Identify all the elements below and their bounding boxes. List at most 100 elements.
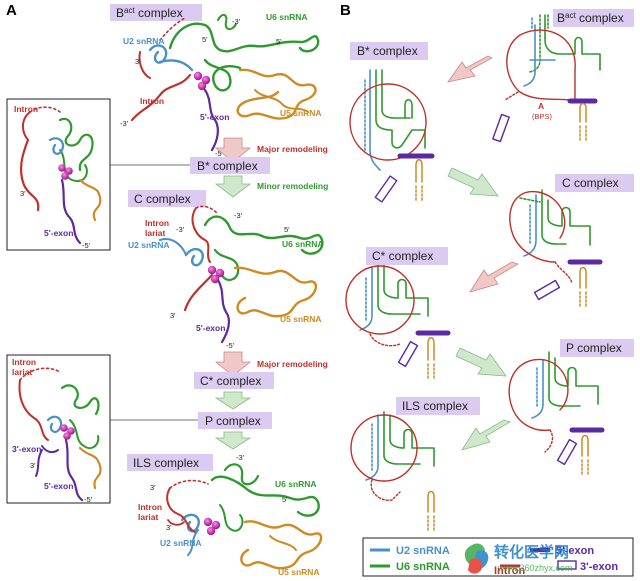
state-box-c-a	[128, 190, 206, 207]
label-intron-lariat-ils-2: lariat	[138, 512, 158, 522]
panel-b-letter: B	[340, 2, 351, 19]
arrow-b-bact-to-bstar	[447, 55, 493, 83]
label-exon5-bact-a: 5'-exon	[200, 112, 229, 122]
label-major-remodeling-1: Major remodeling	[257, 144, 328, 154]
label-m5-p-inset: -5'	[84, 495, 93, 504]
label-p3-bstar-inset: 3'	[20, 189, 26, 198]
label-m3-ils-a: -3'	[236, 453, 245, 462]
inset-p	[6, 354, 111, 504]
state-label-cstar-b: C* complex	[372, 249, 433, 263]
state-box-bact-b	[553, 9, 634, 27]
label-u6-bact-a: U6 snRNA	[266, 12, 308, 22]
state-box-cstar-a	[194, 372, 274, 389]
arrow-cstar-to-p	[214, 391, 252, 410]
label-u2-c-a: U2 snRNA	[128, 240, 170, 250]
label-p3-bact-a: 3'	[135, 57, 141, 66]
state-label-bact-b: Bact complex	[557, 11, 624, 25]
schematic-bact	[492, 14, 601, 143]
panel-a-letter: A	[6, 2, 17, 19]
state-label-p-b: P complex	[566, 341, 622, 355]
label-p5-c-a: 5'	[284, 225, 290, 234]
label-m3-bact-a: -3'	[232, 17, 241, 26]
label-u2-bact-a: U2 snRNA	[123, 36, 165, 46]
label-intron-lariat-p-1: Intron	[12, 357, 36, 367]
arrow-p-to-ils	[214, 431, 252, 450]
label-exon5-c-a: 5'-exon	[196, 323, 225, 333]
state-box-bact-a: Bact complex	[110, 4, 202, 21]
state-box-cstar-b	[366, 247, 448, 265]
label-m3-c-a2: -3'	[176, 225, 185, 234]
state-label-bstar-b: B* complex	[357, 44, 418, 58]
label-u5-bact-a: U5 snRNA	[280, 108, 322, 118]
label-p5-bact-a2: 5'	[276, 37, 282, 46]
label-exon3-p-inset: 3'-exon	[12, 444, 41, 454]
schematic-bstar	[349, 69, 435, 203]
label-m5-bstar-inset: -5'	[82, 241, 91, 250]
schematic-c	[509, 189, 603, 307]
state-label-c-b: C complex	[562, 176, 619, 190]
state-label-c-a: C complex	[134, 192, 191, 206]
label-exon5-bstar-inset: 5'-exon	[44, 228, 73, 238]
state-box-c-b	[555, 174, 634, 192]
schematic-ils	[350, 411, 435, 531]
watermark-cn: 转化医学网	[494, 543, 569, 561]
label-p5-ils-a: 5'	[282, 495, 288, 504]
watermark: 转化医学网 www.360zhyx.com	[464, 543, 573, 574]
state-label-ils-a: ILS complex	[133, 456, 199, 470]
arrow-minor-remodeling	[214, 175, 252, 198]
watermark-url: www.360zhyx.com	[497, 563, 573, 573]
label-u2-ils-a: U2 snRNA	[160, 538, 202, 548]
legend-label-exon3: 3'-exon	[580, 561, 618, 573]
legend-label-exon5: 5'-exon	[556, 545, 594, 557]
label-u6-c-a: U6 snRNA	[282, 239, 324, 249]
label-bps-a: A	[538, 101, 544, 111]
label-minor-remodeling: Minor remodeling	[257, 181, 328, 191]
arrow-major-remodeling-2	[214, 351, 252, 377]
label-u6-ils-a: U6 snRNA	[275, 479, 317, 489]
label-p3-c-a: 3'	[170, 311, 176, 320]
label-p3-ils-a: 3'	[150, 483, 156, 492]
label-intron-bact-a: Intron	[140, 96, 164, 106]
arrow-b-p-to-ils	[461, 419, 511, 451]
c-structure-a	[159, 205, 324, 344]
label-intron-bstar-inset: Intron	[14, 104, 38, 114]
legend-swatch-exon3	[557, 560, 577, 570]
label-major-remodeling-2: Major remodeling	[257, 359, 328, 369]
arrow-b-cstar-to-p	[455, 347, 507, 377]
state-box-bstar-b	[350, 42, 428, 60]
label-intron-lariat-c-1: Intron	[145, 218, 169, 228]
state-label-bstar-a: B* complex	[197, 159, 258, 173]
label-p5-bact-a1: 5'	[202, 35, 208, 44]
state-box-bstar-a	[190, 157, 270, 174]
bstar-structure-inset	[19, 106, 102, 245]
label-intron-lariat-p-2: lariat	[12, 367, 32, 377]
bact-structure-a	[130, 14, 320, 152]
legend-label-u6: U6 snRNA	[396, 561, 450, 573]
label-p3-p-inset: 3'	[30, 461, 36, 470]
state-label-p-a: P complex	[205, 414, 261, 428]
state-box-ils-b	[396, 397, 480, 415]
arrow-b-bstar-to-c	[447, 167, 499, 197]
label-m3-bact-a2: -3'	[120, 119, 129, 128]
label-u5-ils-a: U5 snRNA	[278, 567, 320, 577]
label-p3-ils-a2: 3'	[166, 523, 172, 532]
state-label-bact-a: Bact complex	[116, 6, 183, 20]
schematic-p	[508, 351, 605, 475]
state-label-cstar-a: C* complex	[200, 374, 261, 388]
p-structure-inset	[18, 367, 102, 502]
label-m5-c-a: -5'	[226, 341, 235, 350]
label-m5-bact-a: -5'	[215, 149, 224, 158]
ils-structure-a	[166, 463, 323, 570]
state-box-p-b	[560, 339, 634, 357]
label-intron-lariat-ils-1: Intron	[138, 502, 162, 512]
arrow-major-remodeling-1	[214, 137, 252, 163]
label-exon5-p-inset: 5'-exon	[44, 481, 73, 491]
legend-label-intron: Intron	[494, 565, 525, 577]
label-bps: (BPS)	[532, 112, 553, 121]
label-u5-c-a: U5 snRNA	[280, 314, 322, 324]
state-box-ils-a	[127, 454, 213, 471]
legend: U2 snRNA U6 snRNA 5'-exon Intron 3'-exon	[362, 537, 634, 577]
arrow-b-c-to-cstar	[469, 261, 519, 293]
schematic-cstar	[345, 264, 451, 379]
